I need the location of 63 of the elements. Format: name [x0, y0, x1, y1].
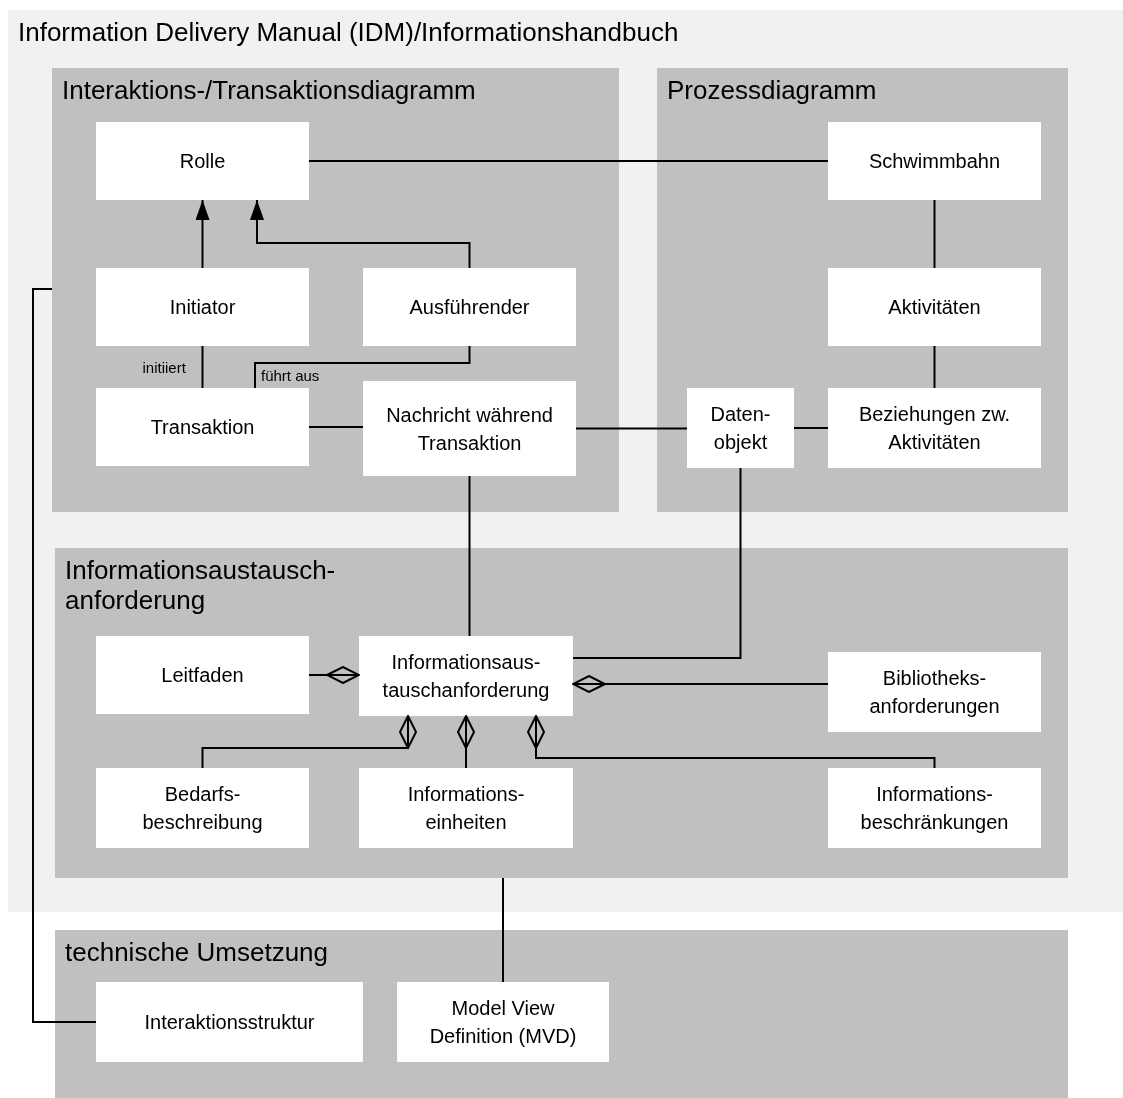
connector-line: [201, 345, 204, 389]
arrow: [250, 199, 471, 269]
section-panel: [55, 930, 1068, 1098]
concept-box: [828, 768, 1041, 848]
aggregation-connector: [572, 675, 829, 693]
concept-box: [96, 122, 309, 200]
concept-box: [828, 122, 1041, 200]
box-label: Informationsaus- tauschanforderung: [381, 650, 551, 703]
box-label: Bibliotheks- anforderungen: [868, 666, 1001, 719]
concept-box: [359, 768, 573, 848]
connector-line: [933, 199, 936, 269]
concept-box: [96, 768, 309, 848]
box-label: Model View Definition (MVD): [428, 996, 578, 1049]
box-label: Ausführender: [408, 295, 531, 320]
connector-line: [308, 160, 829, 162]
box-label: Beziehungen zw. Aktivitäten: [857, 402, 1012, 455]
box-label: Interaktionsstruktur: [143, 1010, 316, 1035]
concept-box: [828, 388, 1041, 468]
concept-box: [828, 652, 1041, 732]
connector-line: [933, 345, 936, 389]
box-label: Informations- beschränkungen: [859, 782, 1010, 835]
aggregation-connector: [308, 666, 360, 684]
connector-line: [32, 288, 97, 1023]
connector-line: [502, 877, 504, 983]
connector-line: [572, 467, 742, 659]
section-panel: [55, 548, 1068, 878]
section-heading: Interaktions-/Transaktionsdiagramm: [62, 76, 476, 106]
box-label: Leitfaden: [160, 663, 245, 688]
section-heading: technische Umsetzung: [65, 938, 329, 968]
concept-box: [828, 268, 1041, 346]
concept-box: [397, 982, 609, 1062]
concept-box: [96, 636, 309, 714]
concept-box: [96, 982, 363, 1062]
box-label: Informations- einheiten: [406, 782, 526, 835]
concept-box: [687, 388, 794, 468]
connector-line: [575, 427, 688, 430]
box-label: Daten- objekt: [709, 402, 772, 455]
box-label: Schwimmbahn: [867, 149, 1002, 174]
section-panel: [52, 68, 619, 512]
aggregation-connector: [457, 715, 475, 769]
arrow: [195, 199, 210, 269]
aggregation-connector: [201, 715, 417, 769]
box-label: Transaktion: [149, 415, 256, 440]
concept-box: [96, 268, 309, 346]
section-heading: Informationsaustausch- anforderung: [65, 556, 337, 616]
box-label: Rolle: [178, 149, 227, 174]
outer-panel: [8, 10, 1123, 912]
connector-line: [468, 475, 471, 637]
concept-box: [96, 388, 309, 466]
concept-box: [359, 636, 573, 716]
section-heading: Information Delivery Manual (IDM)/Informationshandbuch: [18, 18, 679, 48]
aggregation-connector: [527, 715, 936, 769]
connector-line: [254, 345, 471, 389]
concept-box: [363, 268, 576, 346]
connector-line: [793, 427, 829, 429]
section-panel: [657, 68, 1068, 512]
section-heading: Prozessdiagramm: [667, 76, 877, 106]
box-label: Bedarfs- beschreibung: [141, 782, 264, 835]
box-label: Initiator: [168, 295, 237, 320]
concept-box: [363, 381, 576, 476]
connector-line: [308, 426, 364, 428]
box-label: Nachricht während Transaktion: [385, 402, 554, 456]
box-label: Aktivitäten: [887, 295, 982, 320]
